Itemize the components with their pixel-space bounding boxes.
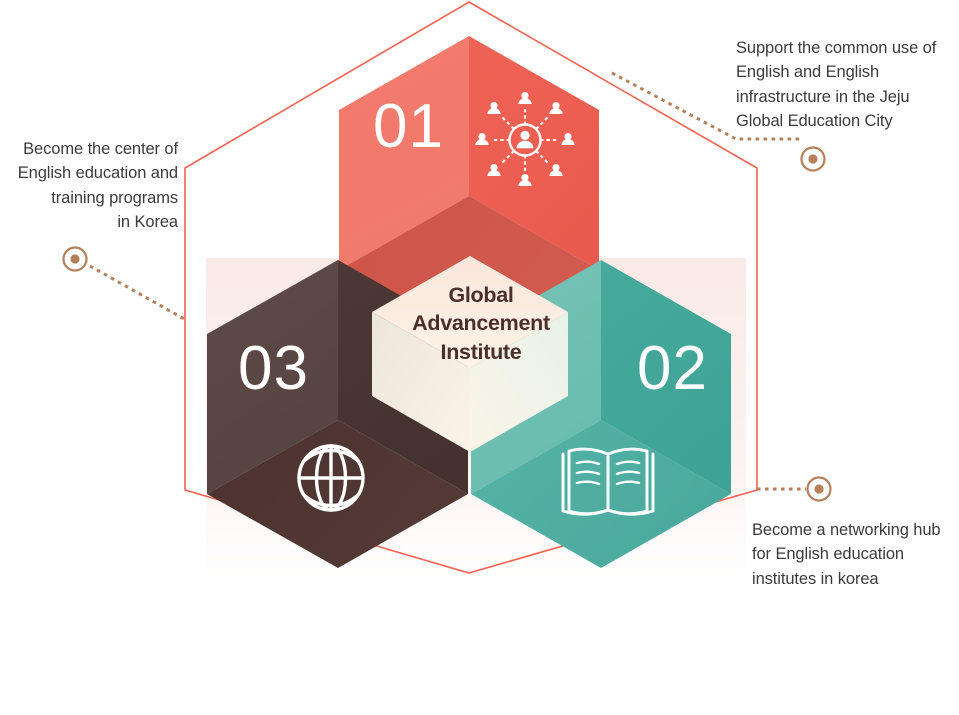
hexagon-01-number: 01 (373, 92, 444, 161)
center-hexagon-group[interactable] (372, 256, 568, 452)
hexagon-02-face-bottom (471, 420, 731, 568)
hexagon-03-face-left (207, 260, 338, 494)
callout-top-right-text: Support the common use of English and En… (736, 39, 937, 130)
hexagon-03-number: 03 (238, 334, 309, 403)
globe-icon (297, 444, 365, 512)
connector-left (62, 246, 187, 322)
connector-top-right-dot-core (808, 154, 818, 164)
connector-bottom-right (757, 476, 832, 502)
center-hexagon-label: Global Advancement Institute (412, 283, 550, 364)
hexagon-01-face-left (339, 36, 469, 270)
callout-bottom-right-text: Become a networking hub for English educ… (752, 521, 941, 588)
connector-bottom-right-dot-core (814, 484, 824, 494)
connector-left-line (89, 264, 187, 322)
connector-top-right (611, 71, 826, 172)
hexagon-03-face-bottom (207, 420, 468, 568)
callout-left-text: Become the center of English education a… (17, 140, 178, 231)
center-face-right (470, 312, 568, 452)
network-people-icon (475, 92, 575, 186)
hexagon-02-face-right (601, 260, 731, 494)
hexagon-02-number: 02 (637, 334, 708, 403)
connector-left-dot-core (70, 254, 80, 264)
open-book-icon (561, 447, 655, 516)
center-face-left (372, 312, 470, 452)
outer-hexagon-outline (184, 1, 758, 574)
